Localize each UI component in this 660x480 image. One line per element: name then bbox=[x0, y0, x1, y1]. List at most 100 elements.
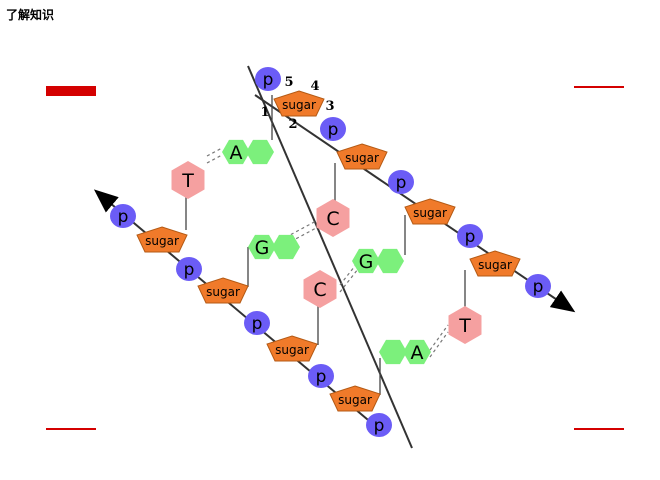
phosphate-label: p bbox=[184, 260, 195, 280]
sugar-group: sugar bbox=[266, 335, 318, 362]
base-G-left-ring-b bbox=[272, 234, 300, 260]
base-A-left-ring-a bbox=[403, 339, 431, 365]
base-C-right-shape bbox=[316, 199, 350, 237]
base-T-left-letter: T bbox=[181, 170, 194, 192]
base-A-left-letter: A bbox=[411, 342, 424, 364]
base-G-left-ring-a bbox=[248, 234, 276, 260]
base-A-left: A bbox=[379, 339, 431, 365]
hbond-A-T-b bbox=[429, 331, 449, 358]
phosphate-circle bbox=[110, 204, 136, 228]
phosphate-label: p bbox=[533, 277, 544, 297]
phosphate-circle bbox=[320, 117, 346, 141]
hbond-A-T-a bbox=[429, 324, 449, 351]
base-T-right-letter: T bbox=[458, 315, 471, 337]
phosphate-circle bbox=[457, 224, 483, 248]
backbone-line-left bbox=[93, 189, 381, 431]
base-T-left-shape bbox=[171, 161, 205, 199]
carbon-number-4: 4 bbox=[310, 79, 319, 94]
page-heading: 了解知识 bbox=[6, 8, 55, 22]
sugar-group: sugar bbox=[273, 90, 325, 117]
phosphate-label: p bbox=[396, 173, 407, 193]
base-C-left-shape bbox=[303, 270, 337, 308]
backbone-line-right bbox=[254, 94, 576, 313]
base-C-right: C bbox=[316, 199, 350, 237]
base-G-right-letter: G bbox=[359, 251, 374, 273]
phosphate-circle bbox=[388, 170, 414, 194]
hbond-T-A-a bbox=[206, 147, 223, 157]
phosphate-label: p bbox=[118, 207, 129, 227]
backbone-strands bbox=[93, 65, 576, 449]
base-T-right: T bbox=[448, 306, 482, 344]
phosphate-group: p bbox=[388, 170, 414, 194]
phosphate-group: p bbox=[308, 364, 334, 388]
phosphate-group: p bbox=[525, 274, 551, 298]
sugar-label: sugar bbox=[413, 206, 447, 220]
phosphate-circle bbox=[244, 311, 270, 335]
sugar-pentagon bbox=[266, 335, 318, 362]
sugar-pentagon bbox=[197, 277, 249, 304]
sugar-group: sugar bbox=[336, 143, 388, 170]
sugar-label: sugar bbox=[275, 343, 309, 357]
base-T-left: T bbox=[171, 161, 205, 199]
top-left-accent-bar bbox=[46, 86, 96, 96]
phosphate-circle bbox=[525, 274, 551, 298]
base-A-right-letter: A bbox=[230, 142, 243, 164]
phosphate-group: p bbox=[457, 224, 483, 248]
phosphate-label: p bbox=[374, 416, 385, 436]
base-G-left: G bbox=[248, 234, 300, 260]
base-C-right-letter: C bbox=[326, 208, 339, 230]
carbon-number-5: 5 bbox=[284, 75, 293, 90]
base-C-left: C bbox=[303, 270, 337, 308]
molecules: psugarpsugarpsugarpsugarppsugarpsugarpsu… bbox=[110, 67, 551, 437]
phosphate-label: p bbox=[465, 227, 476, 247]
backbone-line-top bbox=[247, 65, 413, 449]
phosphate-label: p bbox=[252, 314, 263, 334]
sugar-group: sugar bbox=[404, 198, 456, 225]
sugar-pentagon bbox=[329, 385, 381, 412]
sugar-label: sugar bbox=[338, 393, 372, 407]
phosphate-label: p bbox=[263, 70, 274, 90]
phosphate-label: p bbox=[328, 120, 339, 140]
base-G-right-ring-a bbox=[352, 248, 380, 274]
phosphate-group: p bbox=[366, 413, 392, 437]
sugar-label: sugar bbox=[345, 151, 379, 165]
sugar-label: sugar bbox=[145, 234, 179, 248]
sugar-label: sugar bbox=[206, 285, 240, 299]
phosphate-label: p bbox=[316, 367, 327, 387]
sugar-pentagon bbox=[469, 250, 521, 277]
hbond-C-G-b bbox=[339, 268, 359, 293]
base-A-right-ring-b bbox=[246, 139, 274, 165]
sugar-label: sugar bbox=[282, 98, 316, 112]
base-G-right: G bbox=[352, 248, 404, 274]
phosphate-group: p bbox=[320, 117, 346, 141]
bottom-right-accent-line bbox=[574, 428, 624, 430]
base-T-right-shape bbox=[448, 306, 482, 344]
phosphate-circle bbox=[176, 257, 202, 281]
phosphate-circle bbox=[366, 413, 392, 437]
sugar-group: sugar bbox=[469, 250, 521, 277]
base-C-left-letter: C bbox=[313, 279, 326, 301]
sugar-pentagon bbox=[404, 198, 456, 225]
phosphate-group: p bbox=[110, 204, 136, 228]
phosphate-group: p bbox=[244, 311, 270, 335]
base-A-right: A bbox=[222, 139, 274, 165]
bottom-left-accent-line bbox=[46, 428, 96, 430]
base-A-left-ring-b bbox=[379, 339, 407, 365]
sugar-label: sugar bbox=[478, 258, 512, 272]
top-right-accent-line bbox=[574, 86, 624, 88]
carbon-number-2: 2 bbox=[288, 117, 297, 132]
base-A-right-ring-a bbox=[222, 139, 250, 165]
phosphate-group: p bbox=[176, 257, 202, 281]
hbond-T-A-b bbox=[206, 154, 223, 164]
base-G-left-letter: G bbox=[255, 237, 270, 259]
base-G-right-ring-b bbox=[376, 248, 404, 274]
sugar-pentagon bbox=[273, 90, 325, 117]
sugar-pentagon bbox=[336, 143, 388, 170]
carbon-number-3: 3 bbox=[325, 99, 334, 114]
sugar-group: sugar bbox=[329, 385, 381, 412]
sugar-group: sugar bbox=[136, 226, 188, 253]
phosphate-group: p bbox=[255, 67, 281, 91]
phosphate-circle bbox=[308, 364, 334, 388]
